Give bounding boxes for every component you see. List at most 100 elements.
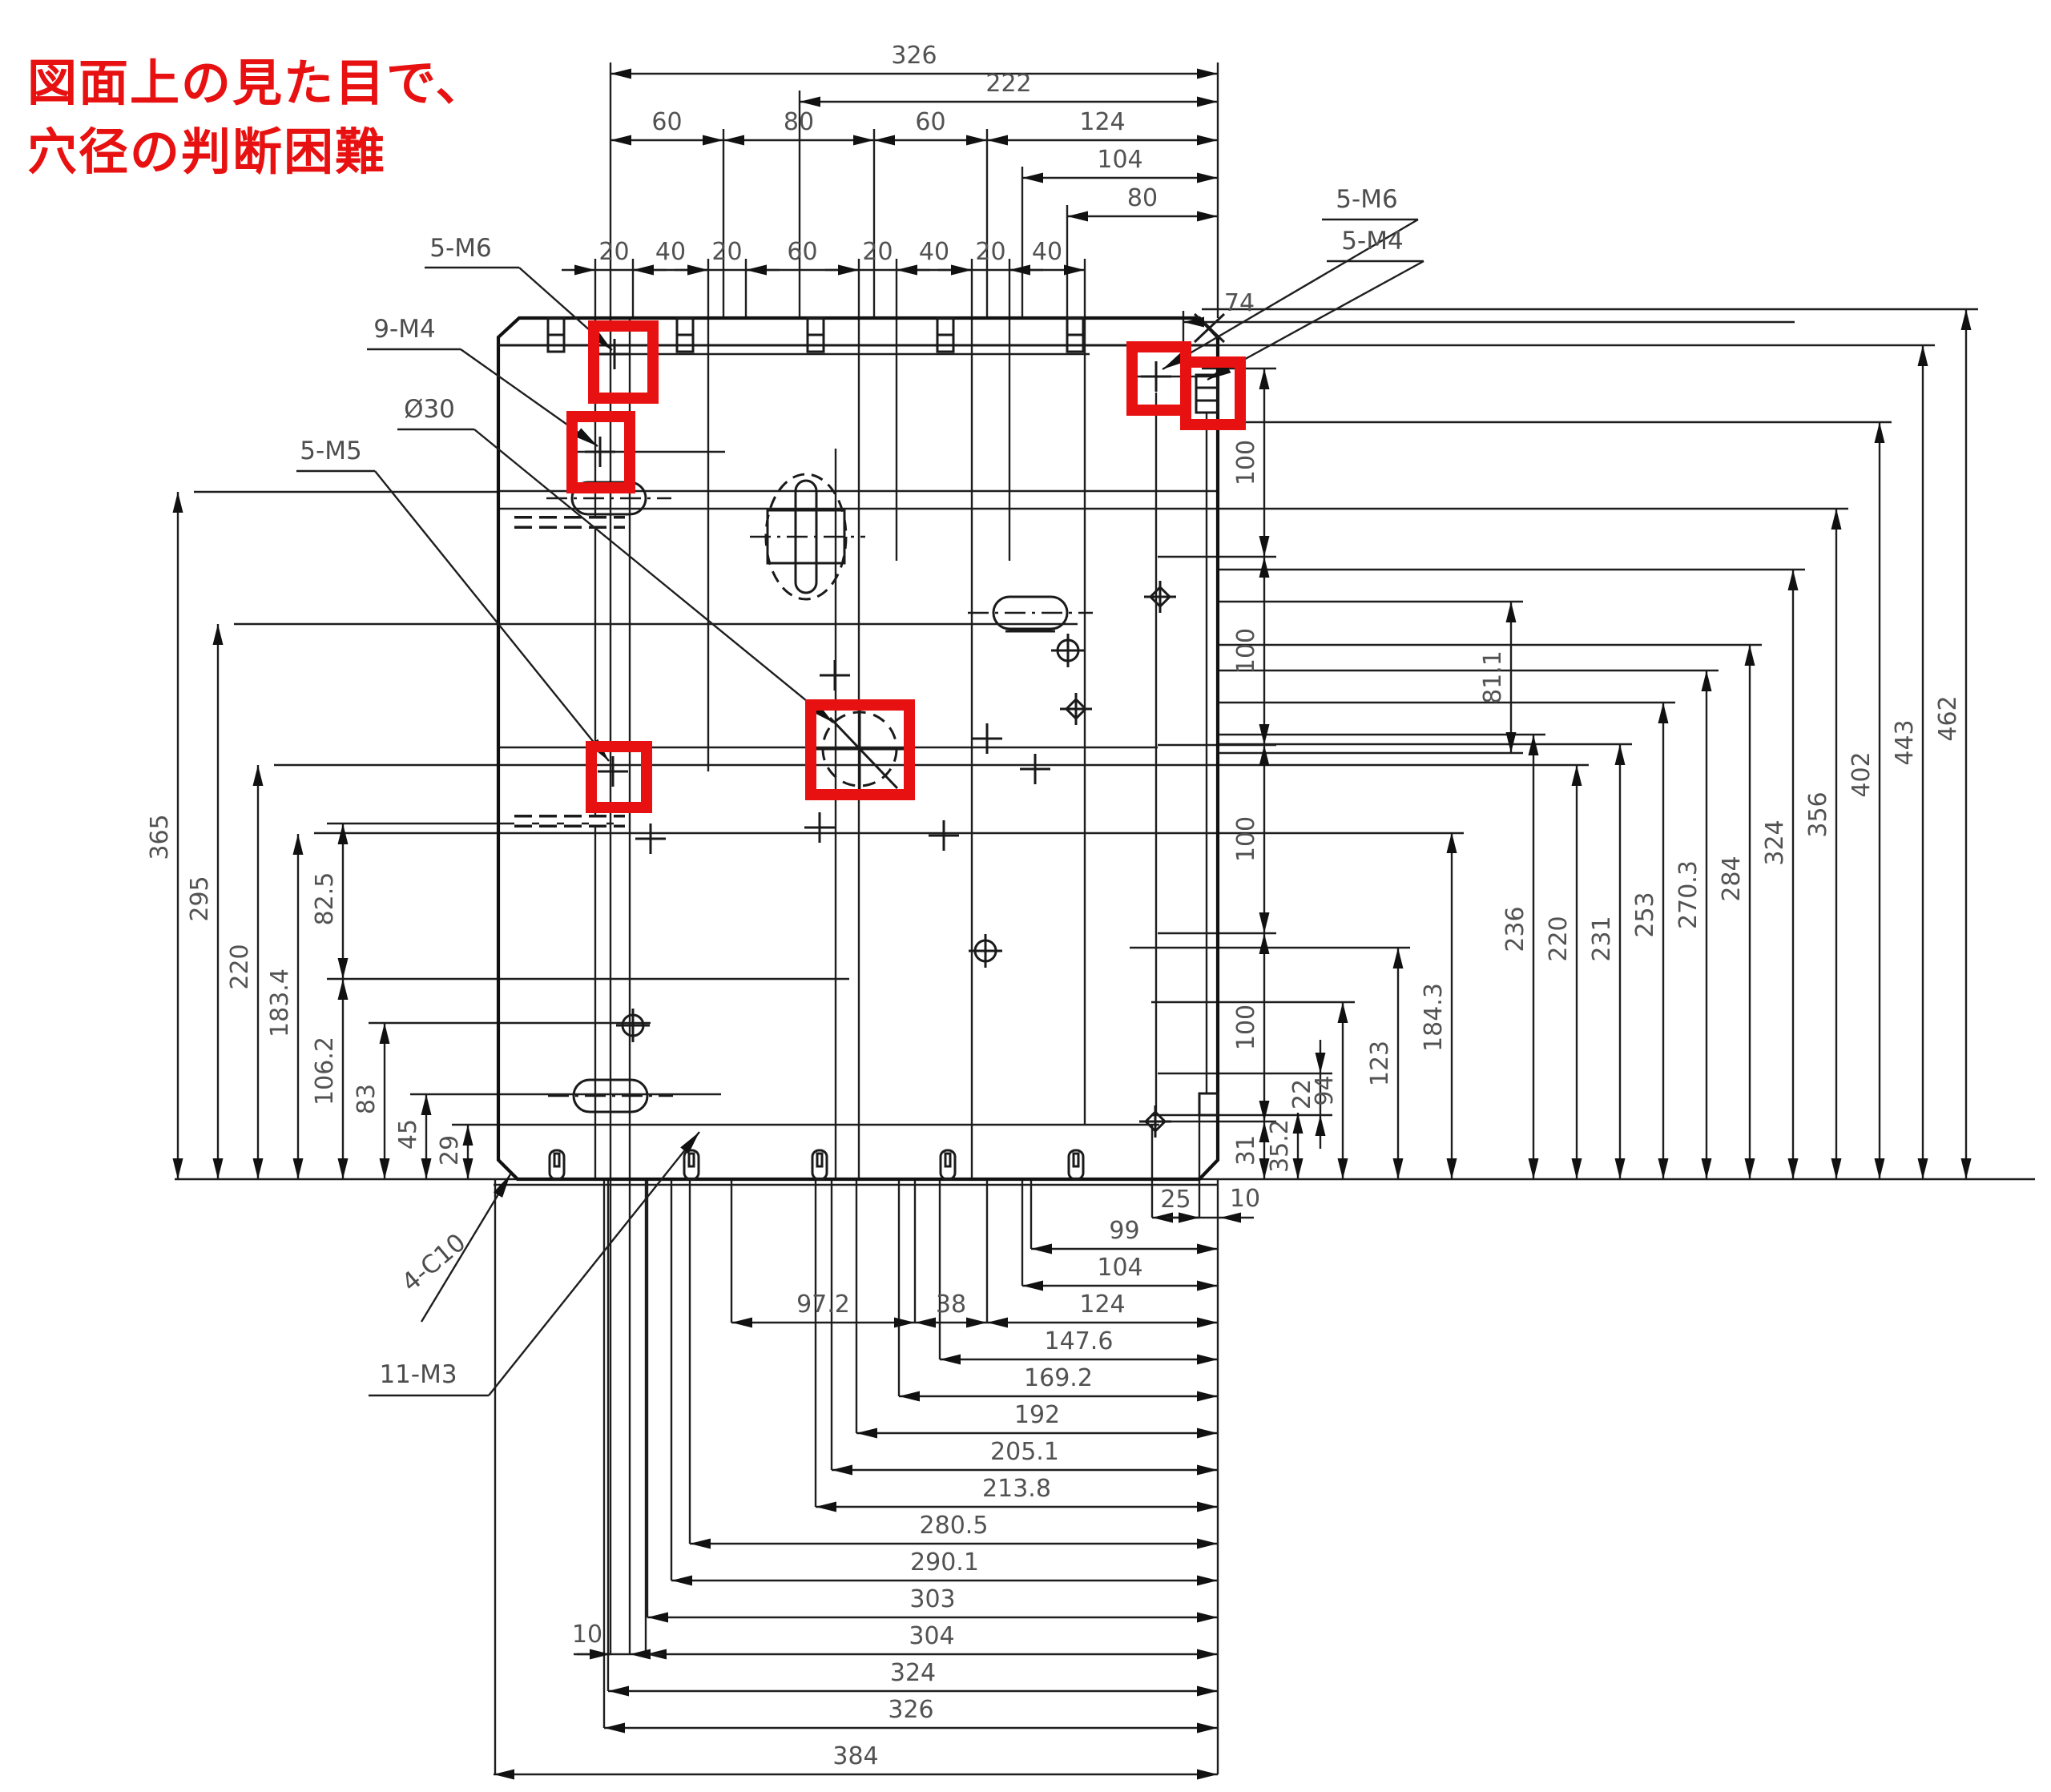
dim-label: 29 — [436, 1135, 464, 1166]
dim-label: 220 — [1545, 916, 1573, 961]
dim-arrowhead — [379, 1158, 390, 1179]
dim-arrowhead — [1831, 1158, 1842, 1179]
dim-arrowhead — [1701, 670, 1712, 691]
dim-arrowhead — [1067, 211, 1088, 222]
dim-arrowhead — [1446, 832, 1457, 853]
callout-label: 5-M4 — [1341, 227, 1403, 256]
bottom-tab-slot — [816, 1152, 824, 1168]
dim-arrowhead — [1197, 135, 1218, 146]
dim-arrowhead — [337, 958, 349, 979]
callout-leader — [1162, 218, 1419, 371]
dim-label: 220 — [226, 944, 254, 989]
dim-arrowhead — [337, 979, 349, 1000]
dim-arrowhead — [1197, 1575, 1218, 1586]
dim-arrowhead — [1571, 1158, 1582, 1179]
callout-label: 5-M5 — [300, 437, 361, 465]
dim-label: 184.3 — [1420, 983, 1448, 1052]
annotation-line-1: 図面上の見た目で、 — [27, 56, 487, 111]
callout-leader — [473, 429, 834, 723]
dim-label: 99 — [1109, 1217, 1139, 1245]
dim-arrowhead — [1917, 345, 1928, 366]
obround-slot — [992, 595, 1069, 630]
dim-arrowhead — [1259, 1122, 1270, 1142]
dim-arrowhead — [1197, 1354, 1218, 1365]
dim-arrowhead — [1197, 1280, 1218, 1291]
dim-arrowhead — [590, 1649, 610, 1660]
dim-label: 35.2 — [1266, 1119, 1294, 1173]
dim-arrowhead — [703, 135, 723, 146]
dim-label: 324 — [1761, 819, 1789, 865]
dim-label: 213.8 — [982, 1475, 1051, 1503]
highlight-boxes — [566, 320, 1246, 813]
dim-arrowhead — [1259, 536, 1270, 557]
dim-arrowhead — [604, 1722, 625, 1734]
highlight-box — [586, 741, 652, 813]
annotation-line-2: 穴径の判断困難 — [27, 124, 387, 180]
callout-label: 11-M3 — [379, 1360, 457, 1389]
dim-label: 295 — [186, 876, 214, 921]
dim-label: 104 — [1097, 146, 1142, 174]
dim-label: 356 — [1804, 791, 1832, 837]
dim-arrowhead — [723, 135, 744, 146]
dim-label: 123 — [1366, 1041, 1394, 1086]
dim-label: 231 — [1588, 916, 1616, 961]
dim-arrowhead — [1614, 744, 1626, 765]
dim-arrowhead — [379, 1023, 390, 1044]
dim-arrowhead — [1197, 1612, 1218, 1623]
bottom-tab — [811, 1149, 828, 1181]
dim-arrowhead — [1505, 732, 1517, 753]
dim-label: 169.2 — [1024, 1364, 1093, 1392]
dim-arrowhead — [966, 1317, 987, 1328]
dim-label: 60 — [787, 238, 817, 266]
dim-arrowhead — [1960, 309, 1972, 330]
dim-arrowhead — [1197, 1501, 1218, 1512]
dia30-diagonal — [828, 716, 899, 790]
obround-slot — [572, 1078, 649, 1113]
callout-label: 5-M6 — [1336, 185, 1397, 214]
callout-arrowhead — [574, 428, 598, 446]
dim-arrowhead — [915, 1317, 936, 1328]
dim-label: 45 — [394, 1119, 422, 1150]
callout-arrowhead — [493, 1174, 510, 1198]
dim-label: 326 — [891, 42, 937, 70]
dim-label: 22 — [1288, 1079, 1316, 1109]
dim-label: 40 — [919, 238, 949, 266]
dim-arrowhead — [1571, 765, 1582, 786]
dim-label: 40 — [1032, 238, 1062, 266]
dim-arrowhead — [1292, 1158, 1304, 1179]
dim-label: 74 — [1224, 289, 1255, 317]
dim-label: 192 — [1014, 1401, 1060, 1429]
dim-arrowhead — [1528, 735, 1539, 755]
dim-arrowhead — [800, 96, 820, 107]
dim-arrowhead — [252, 765, 264, 786]
dim-label: 94 — [1311, 1075, 1339, 1105]
dim-arrowhead — [608, 1685, 629, 1697]
dim-label: 106.2 — [311, 1037, 339, 1105]
dim-arrowhead — [987, 135, 1008, 146]
dim-arrowhead — [462, 1158, 473, 1179]
dim-arrowhead — [494, 1769, 514, 1780]
dim-arrowhead — [1505, 602, 1517, 622]
dim-label: 303 — [909, 1585, 955, 1613]
dim-arrowhead — [1874, 422, 1885, 443]
dim-label: 100 — [1232, 628, 1260, 674]
dim-label: 82.5 — [311, 872, 339, 926]
dim-arrowhead — [856, 1428, 877, 1439]
dim-label: 100 — [1232, 1005, 1260, 1050]
dim-arrowhead — [1197, 1649, 1218, 1660]
dim-arrowhead — [1787, 570, 1799, 590]
annotation-note: 図面上の見た目で、 穴径の判断困難 — [27, 50, 487, 187]
dim-arrowhead — [630, 1649, 651, 1660]
callout-leader — [488, 1131, 700, 1396]
dim-arrowhead — [292, 834, 304, 855]
dim-label: 20 — [975, 238, 1005, 266]
bottom-tab-slot — [944, 1152, 952, 1168]
dim-arrowhead — [1197, 1538, 1218, 1549]
dim-label: 365 — [146, 814, 174, 860]
callout-arrowhead — [680, 1132, 699, 1154]
dim-arrowhead — [1220, 1212, 1241, 1223]
dim-label: 97.2 — [796, 1291, 850, 1319]
dim-arrowhead — [1292, 1113, 1304, 1134]
extension-lines — [175, 62, 2035, 1774]
